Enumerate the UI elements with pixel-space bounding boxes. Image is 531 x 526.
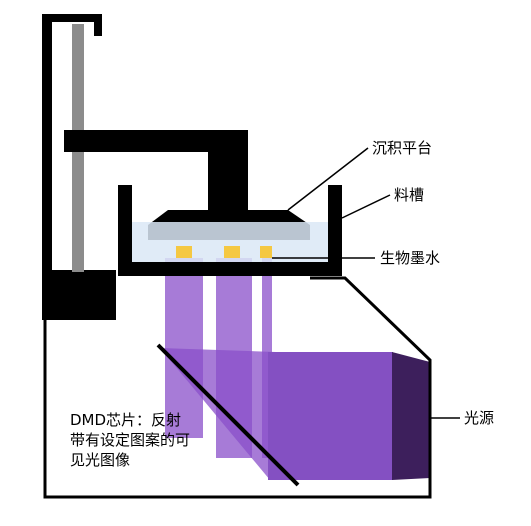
label-platform: 沉积平台	[372, 139, 433, 157]
frame-right-stub	[94, 14, 102, 36]
label-vat: 料槽	[394, 186, 425, 204]
label-bioink: 生物墨水	[380, 249, 441, 267]
light-source	[268, 352, 430, 480]
leader-platform	[287, 147, 369, 211]
bioink-drop-middle	[224, 246, 240, 258]
label-light-source: 光源	[464, 409, 495, 427]
light-beam-left	[165, 258, 203, 438]
vat	[118, 185, 342, 276]
frame-top-bar	[42, 14, 102, 22]
leader-vat	[341, 194, 391, 219]
label-dmd: DMD芯片：反射 带有设定图案的可 见光图像	[70, 410, 190, 470]
label-dmd-line-2: 带有设定图案的可	[70, 431, 191, 449]
light-source-lens	[392, 352, 430, 480]
bioink-drop-left	[176, 246, 192, 258]
gantry-vertical	[208, 130, 248, 212]
dmd-chip	[156, 343, 300, 487]
leader-lines	[272, 147, 460, 419]
frame-upright	[42, 14, 52, 274]
vat-wall-right	[328, 185, 342, 270]
vat-wall-left	[118, 185, 132, 270]
label-dmd-line-3: 见光图像	[70, 451, 131, 469]
base-enclosure	[43, 276, 432, 499]
bioink-drop-right	[260, 246, 272, 258]
vat-bottom	[118, 262, 342, 276]
frame-base-block	[42, 270, 116, 320]
light-source-body	[268, 352, 393, 480]
label-dmd-line-1: DMD芯片：反射	[70, 411, 182, 429]
bioink-droplets	[176, 246, 272, 258]
gantry-arm	[64, 130, 248, 152]
